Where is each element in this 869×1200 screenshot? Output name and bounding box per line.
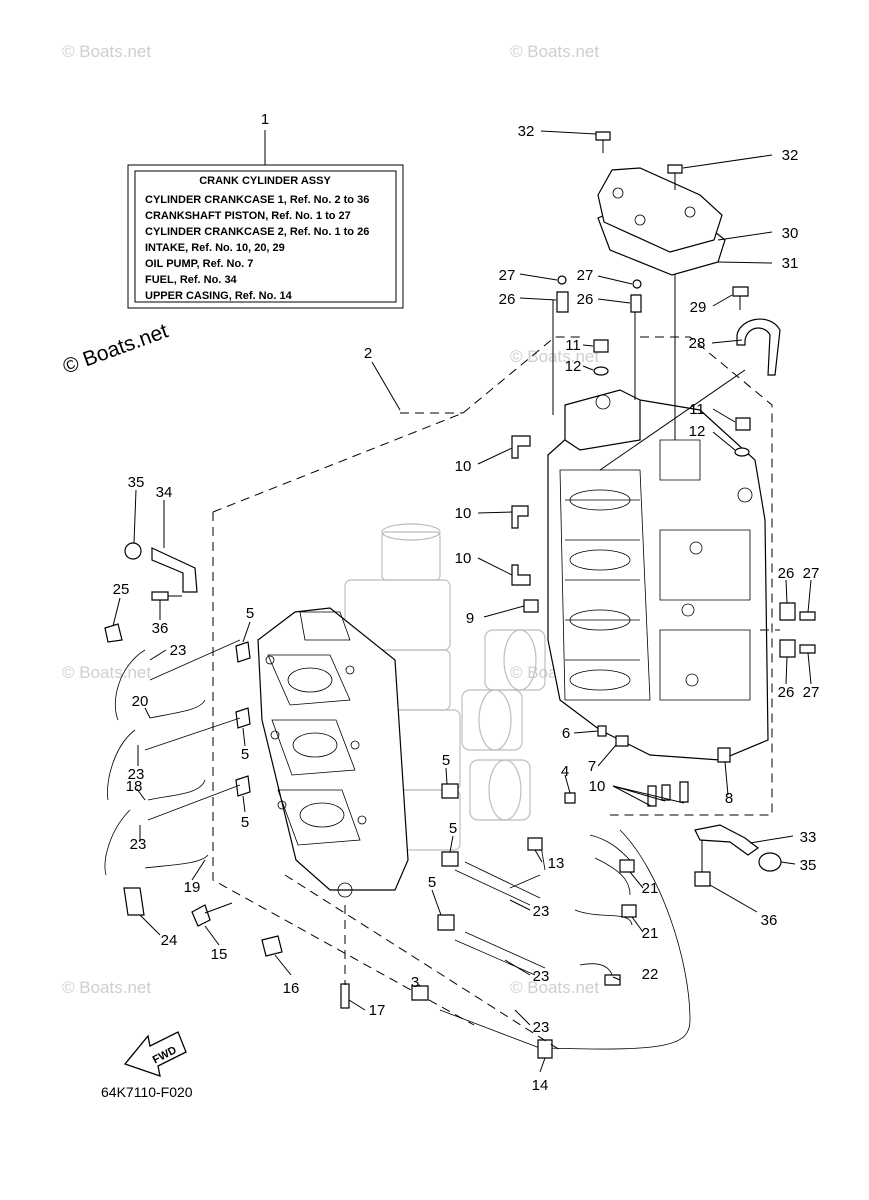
assembly-box-line: CYLINDER CRANKCASE 2, Ref. No. 1 to 26 [145,226,369,238]
callout-31: 31 [782,255,799,272]
callout-30: 30 [782,225,799,242]
callout-5: 5 [428,874,436,891]
crankcase-1 [547,260,769,761]
callout-7: 7 [588,758,596,775]
callout-2: 2 [364,345,372,362]
callout-27: 27 [803,684,820,701]
callout-9: 9 [466,610,474,627]
callout-16: 16 [283,980,300,997]
callout-25: 25 [113,581,130,598]
callout-26: 26 [778,565,795,582]
callout-3: 3 [411,974,419,991]
callout-34: 34 [156,484,173,501]
callout-29: 29 [690,299,707,316]
callout-27: 27 [577,267,594,284]
callout-12: 12 [689,423,706,440]
callout-21: 21 [642,880,659,897]
assembly-box-line: INTAKE, Ref. No. 10, 20, 29 [145,242,285,254]
callout-26: 26 [577,291,594,308]
callout-12: 12 [565,358,582,375]
callout-20: 20 [132,693,149,710]
watermark-mid-left: © Boats.net [62,663,151,682]
assembly-box-line: CRANKSHAFT PISTON, Ref. No. 1 to 27 [145,210,351,222]
cover-parts [556,131,781,457]
callout-11: 11 [689,401,705,418]
callout-27: 27 [499,267,516,284]
callout-8: 8 [725,790,733,807]
callout-21: 21 [642,925,659,942]
fwd-arrow: FWD [123,1031,187,1077]
callout-35: 35 [128,474,145,491]
callout-5: 5 [241,814,249,831]
watermark-dark: © Boats.net [60,319,171,378]
watermark-mid-right: © Boats.net [510,347,599,366]
callout-26: 26 [778,684,795,701]
callout-17: 17 [369,1002,386,1019]
assembly-box: CRANK CYLINDER ASSY CYLINDER CRANKCASE 1… [127,130,404,309]
callout-24: 24 [161,932,178,949]
watermark-bottom-right: © Boats.net [510,978,599,997]
callout-1: 1 [261,111,269,128]
callout-5: 5 [449,820,457,837]
callout-labels: 1 32 32 30 31 27 27 26 26 29 28 11 12 11… [113,111,820,1094]
assembly-box-line: UPPER CASING, Ref. No. 14 [145,290,293,302]
callout-28: 28 [689,335,706,352]
callout-23: 23 [533,968,550,985]
callout-27: 27 [803,565,820,582]
diagram-code: 64K7110-F020 [101,1084,193,1100]
callout-35: 35 [800,857,817,874]
callout-10: 10 [589,778,606,795]
callout-6: 6 [562,725,570,742]
callout-23: 23 [170,642,187,659]
callout-11: 11 [565,337,581,354]
small-parts [104,435,816,1059]
callout-10: 10 [455,550,472,567]
callout-22: 22 [642,966,659,983]
callout-26: 26 [499,291,516,308]
assembly-box-title: CRANK CYLINDER ASSY [199,175,331,187]
assembly-box-line: OIL PUMP, Ref. No. 7 [145,258,253,270]
callout-32: 32 [518,123,535,140]
leader-lines [112,130,812,1073]
callout-10: 10 [455,458,472,475]
callout-4: 4 [561,763,569,780]
callout-33: 33 [800,829,817,846]
callout-15: 15 [211,946,228,963]
crankcase-2 [257,607,409,898]
callout-5: 5 [442,752,450,769]
callout-19: 19 [184,879,201,896]
callout-23: 23 [533,1019,550,1036]
watermark-top-right: © Boats.net [510,42,599,61]
assembly-outlines [212,336,773,1026]
watermark-bottom-left: © Boats.net [62,978,151,997]
callout-18: 18 [126,778,143,795]
assembly-box-line: FUEL, Ref. No. 34 [145,274,238,286]
callout-5: 5 [241,746,249,763]
callout-10: 10 [455,505,472,522]
callout-23: 23 [128,766,145,783]
callout-23: 23 [533,903,550,920]
callout-36: 36 [761,912,778,929]
callout-5: 5 [246,605,254,622]
callout-13: 13 [548,855,565,872]
watermark-top-left: © Boats.net [62,42,151,61]
callout-36: 36 [152,620,169,637]
callout-32: 32 [782,147,799,164]
callout-23: 23 [130,836,147,853]
callout-14: 14 [532,1077,549,1094]
assembly-box-line: CYLINDER CRANKCASE 1, Ref. No. 2 to 36 [145,194,369,206]
